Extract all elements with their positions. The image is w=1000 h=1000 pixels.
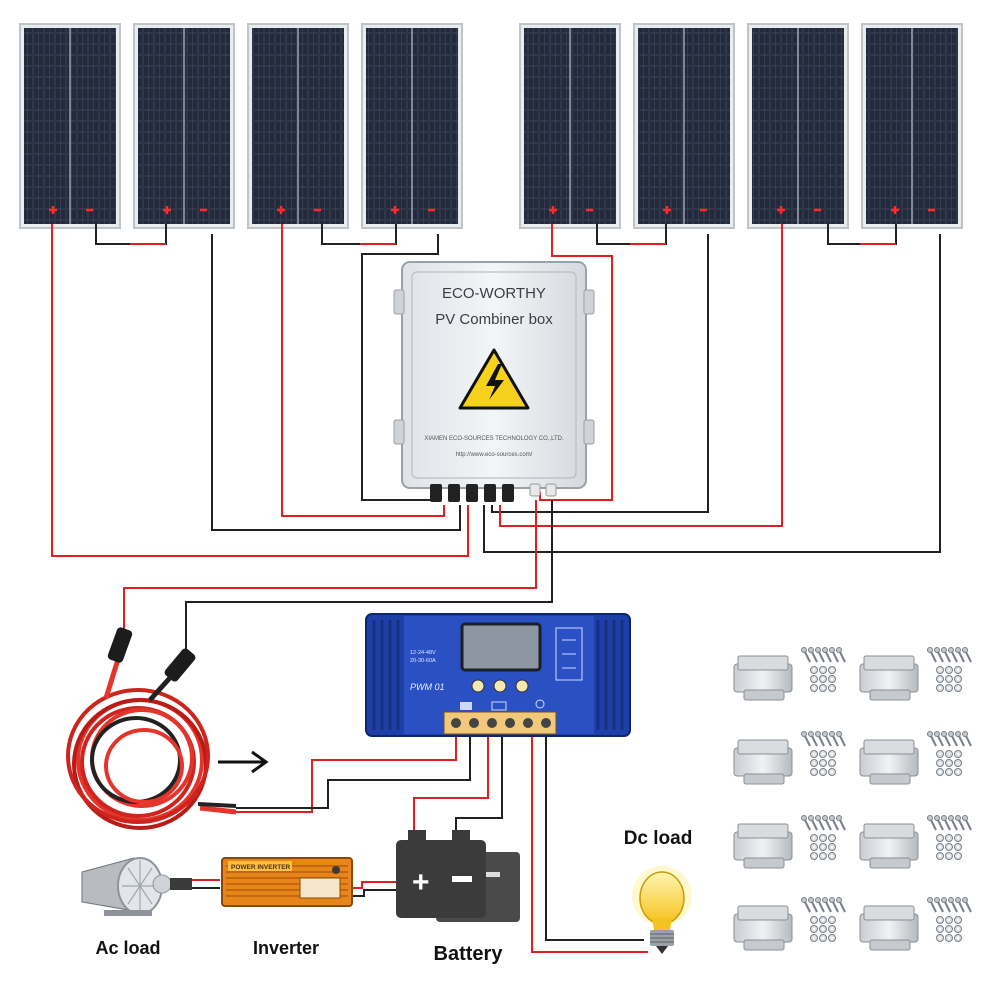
screw-set — [927, 647, 972, 692]
positive-terminal-icon — [163, 206, 171, 214]
heatsink-fins — [372, 620, 624, 730]
positive-terminal-icon — [891, 206, 899, 214]
plus-icon: + — [412, 866, 430, 899]
circuit-symbol-icon — [555, 627, 583, 681]
pv-extension-cable — [66, 627, 237, 830]
screw-set — [801, 897, 846, 942]
combiner-company: XIAMEN ECO-SOURCES TECHNOLOGY CO.,LTD. — [424, 436, 564, 442]
positive-wire — [352, 881, 396, 889]
minus-icon — [452, 876, 472, 882]
controller-spec-1: 12-24-48V — [410, 650, 436, 656]
combiner-url: http://www.eco-sources.com/ — [456, 452, 533, 458]
controller-button[interactable] — [471, 679, 485, 693]
solar-panel-icon — [460, 702, 472, 710]
positive-wire — [539, 224, 613, 501]
solar-panel — [361, 23, 463, 229]
positive-terminal-icon — [277, 206, 285, 214]
lcd-display — [460, 622, 542, 672]
negative-wire — [236, 736, 471, 809]
power-inverter: POWER INVERTER — [221, 857, 353, 907]
battery: + — [396, 830, 520, 922]
ac-load-fan — [81, 857, 192, 916]
inverter-title: POWER INVERTER — [231, 864, 291, 871]
screw-set — [801, 815, 846, 860]
solar-panel — [861, 23, 963, 229]
z-bracket-set — [733, 905, 793, 951]
solar-panel — [247, 23, 349, 229]
negative-wire — [352, 889, 396, 897]
ac-load-label: Ac load — [95, 938, 160, 958]
positive-wire — [123, 500, 537, 640]
z-bracket-set — [859, 655, 919, 701]
controller-button[interactable] — [493, 679, 507, 693]
screw-set — [927, 815, 972, 860]
combiner-title: PV Combiner box — [435, 311, 553, 328]
inverter-label: Inverter — [253, 938, 319, 958]
wiring — [51, 224, 941, 953]
positive-wire — [281, 224, 445, 517]
solar-panel — [133, 23, 235, 229]
solar-panel-array — [19, 23, 963, 229]
negative-wire — [455, 736, 503, 842]
screw-set — [927, 897, 972, 942]
charge-controller: 12-24-48V 20-30-60A PWM 01 — [365, 613, 631, 737]
solar-panel — [19, 23, 121, 229]
terminal-block — [443, 711, 557, 735]
negative-wire — [211, 234, 461, 531]
negative-wire — [185, 500, 553, 660]
dc-load-label: Dc load — [624, 828, 693, 849]
positive-wire — [236, 736, 457, 813]
positive-terminal-icon — [777, 206, 785, 214]
positive-wire — [51, 224, 469, 557]
battery-icon — [491, 701, 507, 711]
negative-wire — [483, 234, 941, 553]
z-bracket-set — [733, 655, 793, 701]
mc4-connectors — [430, 483, 557, 502]
z-bracket-set — [859, 905, 919, 951]
positive-wire — [413, 736, 489, 842]
z-bracket-set — [733, 739, 793, 785]
positive-terminal-icon — [549, 206, 557, 214]
z-bracket-set — [859, 739, 919, 785]
negative-wire — [545, 736, 644, 941]
jumper-wire — [321, 224, 397, 245]
screw-set — [801, 647, 846, 692]
bulb-icon — [535, 699, 545, 709]
z-bracket-set — [859, 823, 919, 869]
positive-terminal-icon — [49, 206, 57, 214]
high-voltage-warning-icon — [458, 348, 530, 410]
positive-terminal-icon — [663, 206, 671, 214]
positive-wire — [531, 736, 648, 953]
battery-label: Battery — [434, 943, 504, 965]
solar-panel — [633, 23, 735, 229]
positive-terminal-icon — [391, 206, 399, 214]
solar-panel — [747, 23, 849, 229]
positive-wire — [499, 224, 783, 527]
screw-set — [927, 731, 972, 776]
combiner-brand: ECO-WORTHY — [442, 285, 546, 302]
screw-set — [801, 731, 846, 776]
negative-wire — [491, 234, 709, 513]
arrow-icon — [218, 750, 269, 774]
dc-load-bulb — [632, 866, 692, 954]
mounting-bracket-kits — [733, 647, 972, 951]
pv-combiner-box: ECO-WORTHY PV Combiner box XIAMEN ECO-SO… — [393, 261, 595, 502]
z-bracket-set — [733, 823, 793, 869]
controller-spec-2: 20-30-60A — [410, 658, 436, 664]
controller-model: PWM 01 — [410, 682, 445, 692]
solar-panel — [519, 23, 621, 229]
controller-button[interactable] — [515, 679, 529, 693]
